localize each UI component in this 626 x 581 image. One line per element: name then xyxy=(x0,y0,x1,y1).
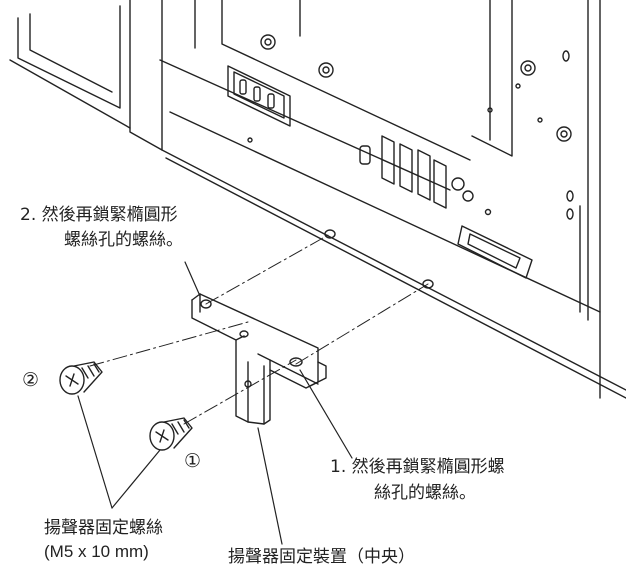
alignment-lines xyxy=(89,233,429,425)
bracket-label: 揚聲器固定裝置（中央） xyxy=(228,547,415,567)
mounting-holes xyxy=(324,229,434,289)
screw-2 xyxy=(59,361,103,395)
ac-socket xyxy=(227,65,291,127)
speaker-bracket xyxy=(191,293,327,425)
ports-panel xyxy=(359,135,533,279)
callout-2: ② xyxy=(22,369,40,391)
chassis-screw-holes xyxy=(247,34,574,220)
callout-1: ① xyxy=(184,450,202,472)
step2-label-line1: 2. 然後再鎖緊橢圓形 xyxy=(20,205,178,225)
screw-label-line2: (M5 x 10 mm) xyxy=(44,542,149,561)
step2-label-line2: 螺絲孔的螺絲。 xyxy=(64,230,183,250)
screw-label-line1: 揚聲器固定螺絲 xyxy=(44,518,163,538)
monitor-chassis xyxy=(9,0,626,399)
step1-label-line1: 1. 然後再鎖緊橢圓形螺 xyxy=(330,457,505,477)
screw-1 xyxy=(149,417,193,451)
leader-lines xyxy=(77,261,353,545)
step1-label-line2: 絲孔的螺絲。 xyxy=(374,483,476,503)
